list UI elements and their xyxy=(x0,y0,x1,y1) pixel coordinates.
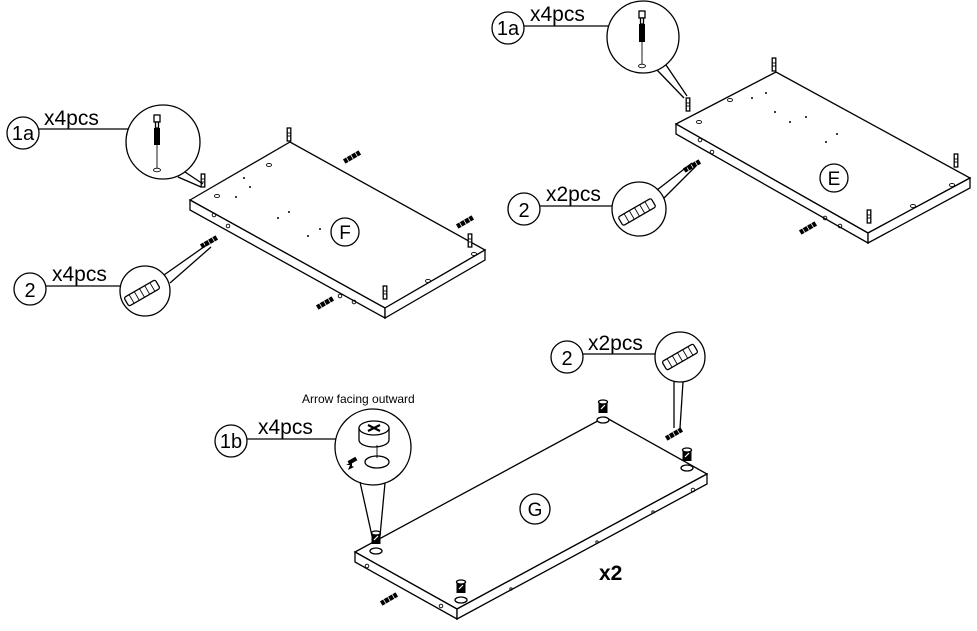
panel-e-label-circle xyxy=(819,163,849,193)
dowel-detail-icon xyxy=(123,279,161,307)
bolt-detail-icon xyxy=(638,10,646,69)
panel-e-cam-points xyxy=(751,92,838,143)
panel-e-bolts xyxy=(685,57,959,224)
panel-e-edge-holes xyxy=(697,137,843,229)
callout-e-1a-part: 1a xyxy=(497,18,520,40)
bolt-detail-icon xyxy=(153,114,161,173)
panel-f-side-edge xyxy=(384,248,486,320)
panel-e-label: E xyxy=(828,169,841,190)
panel-g-edge-holes xyxy=(364,487,696,609)
arrow-facing-note: Arrow facing outward xyxy=(302,392,415,406)
callout-g-1b-badge xyxy=(214,424,248,458)
panel-f-dowels xyxy=(199,150,475,310)
callout-g-2-badge xyxy=(550,340,584,374)
callout-e-1a-badge xyxy=(491,11,525,45)
panel-f-edge-holes xyxy=(211,212,357,305)
dowel-detail-icon xyxy=(618,198,656,226)
callout-e-2: 2 x2pcs xyxy=(507,162,697,237)
arrow-direction-icon xyxy=(346,456,358,470)
dowel-detail-icon xyxy=(661,343,699,371)
callout-g-2: 2 x2pcs xyxy=(550,331,706,429)
panel-f-label: F xyxy=(339,223,351,244)
callout-g-1b-part: 1b xyxy=(220,431,242,453)
callout-e-2-badge xyxy=(507,192,541,226)
panel-g-side-edge xyxy=(456,472,708,621)
cam-lock-detail-icon xyxy=(358,420,390,469)
panel-g-dowels xyxy=(379,427,684,606)
callout-g-1b: Arrow facing outward 1b x4pcs xyxy=(214,392,415,537)
panel-f-cam-points xyxy=(235,177,321,237)
callout-e-1a-qty: x4pcs xyxy=(530,3,585,26)
callout-f-1a-qty: x4pcs xyxy=(44,107,99,130)
panel-e-holes xyxy=(696,97,955,209)
panel-f-bolts xyxy=(200,127,473,300)
callout-g-2-part: 2 xyxy=(561,348,572,370)
callout-f-1a-badge xyxy=(6,116,40,150)
callout-f-2-part: 2 xyxy=(24,280,35,302)
panel-f-label-circle xyxy=(330,217,360,247)
callout-f-1a-part: 1a xyxy=(12,123,35,145)
callout-g-1b-qty: x4pcs xyxy=(258,416,313,439)
panel-g-label: G xyxy=(528,500,543,521)
callout-f-2-qty: x4pcs xyxy=(52,263,107,286)
callout-e-2-part: 2 xyxy=(518,200,529,222)
callout-e-1a: 1a x4pcs xyxy=(491,0,688,99)
callout-e-2-qty: x2pcs xyxy=(546,183,601,206)
callout-f-2-badge xyxy=(13,272,47,306)
quantity-multiplier: x2 xyxy=(599,562,622,585)
panel-e-side-edge xyxy=(867,176,971,245)
panel-g-cam-locks xyxy=(369,399,694,604)
callout-g-2-qty: x2pcs xyxy=(588,332,643,355)
panel-f-group: F xyxy=(188,127,487,320)
callout-f-1a: 1a x4pcs xyxy=(6,104,204,188)
panel-f-holes xyxy=(214,162,477,284)
callout-f-1a-zoom xyxy=(125,104,201,180)
callout-f-2: 2 x4pcs xyxy=(13,243,212,317)
panel-g-group: G x2 xyxy=(353,399,709,621)
panel-e-dowels xyxy=(682,159,818,235)
panel-g-label-circle xyxy=(519,493,551,525)
panel-e-group: E xyxy=(674,57,972,245)
